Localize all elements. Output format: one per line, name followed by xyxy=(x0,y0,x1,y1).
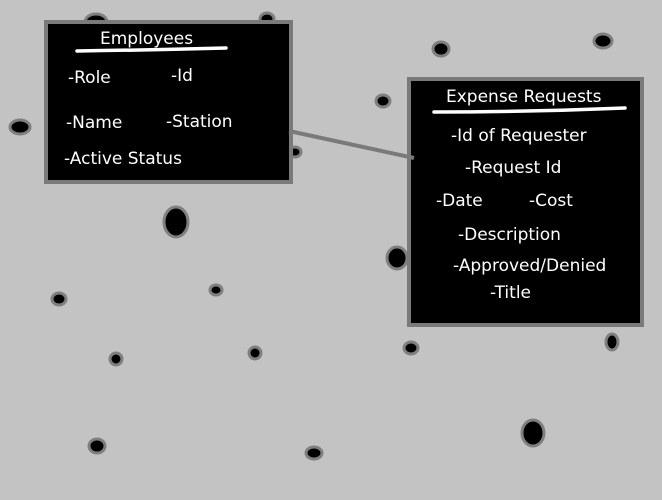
expense-requests-entity-box[interactable] xyxy=(407,77,644,327)
speck xyxy=(520,418,546,448)
speck xyxy=(87,437,107,455)
employees-field-id: -Id xyxy=(171,66,193,86)
speck xyxy=(374,93,392,109)
expense-requests-field-date: -Date xyxy=(436,191,483,211)
speck xyxy=(8,118,32,136)
employees-field-active-status: -Active Status xyxy=(64,149,182,169)
employees-field-role: -Role xyxy=(68,68,111,88)
expense-requests-title: Expense Requests xyxy=(446,87,602,107)
expense-requests-field-cost: -Cost xyxy=(529,191,573,211)
speck xyxy=(402,340,420,356)
speck xyxy=(431,40,451,58)
speck xyxy=(604,332,620,352)
speck xyxy=(385,245,409,271)
speck xyxy=(50,291,68,307)
speck xyxy=(247,345,263,361)
employees-field-station: -Station xyxy=(166,112,233,132)
expense-requests-field-request-id: -Request Id xyxy=(465,158,562,178)
expense-requests-field-requester-id: -Id of Requester xyxy=(451,126,587,146)
employees-title: Employees xyxy=(100,29,194,49)
expense-requests-field-description: -Description xyxy=(458,225,561,245)
background-specks xyxy=(8,11,620,461)
expense-requests-field-approved-denied: -Approved/Denied xyxy=(453,256,607,276)
speck xyxy=(162,205,190,239)
speck xyxy=(592,32,614,50)
expense-requests-field-title: -Title xyxy=(490,283,532,303)
employees-field-name: -Name xyxy=(66,113,123,133)
speck xyxy=(108,351,124,367)
speck xyxy=(208,283,224,297)
speck xyxy=(304,445,324,461)
